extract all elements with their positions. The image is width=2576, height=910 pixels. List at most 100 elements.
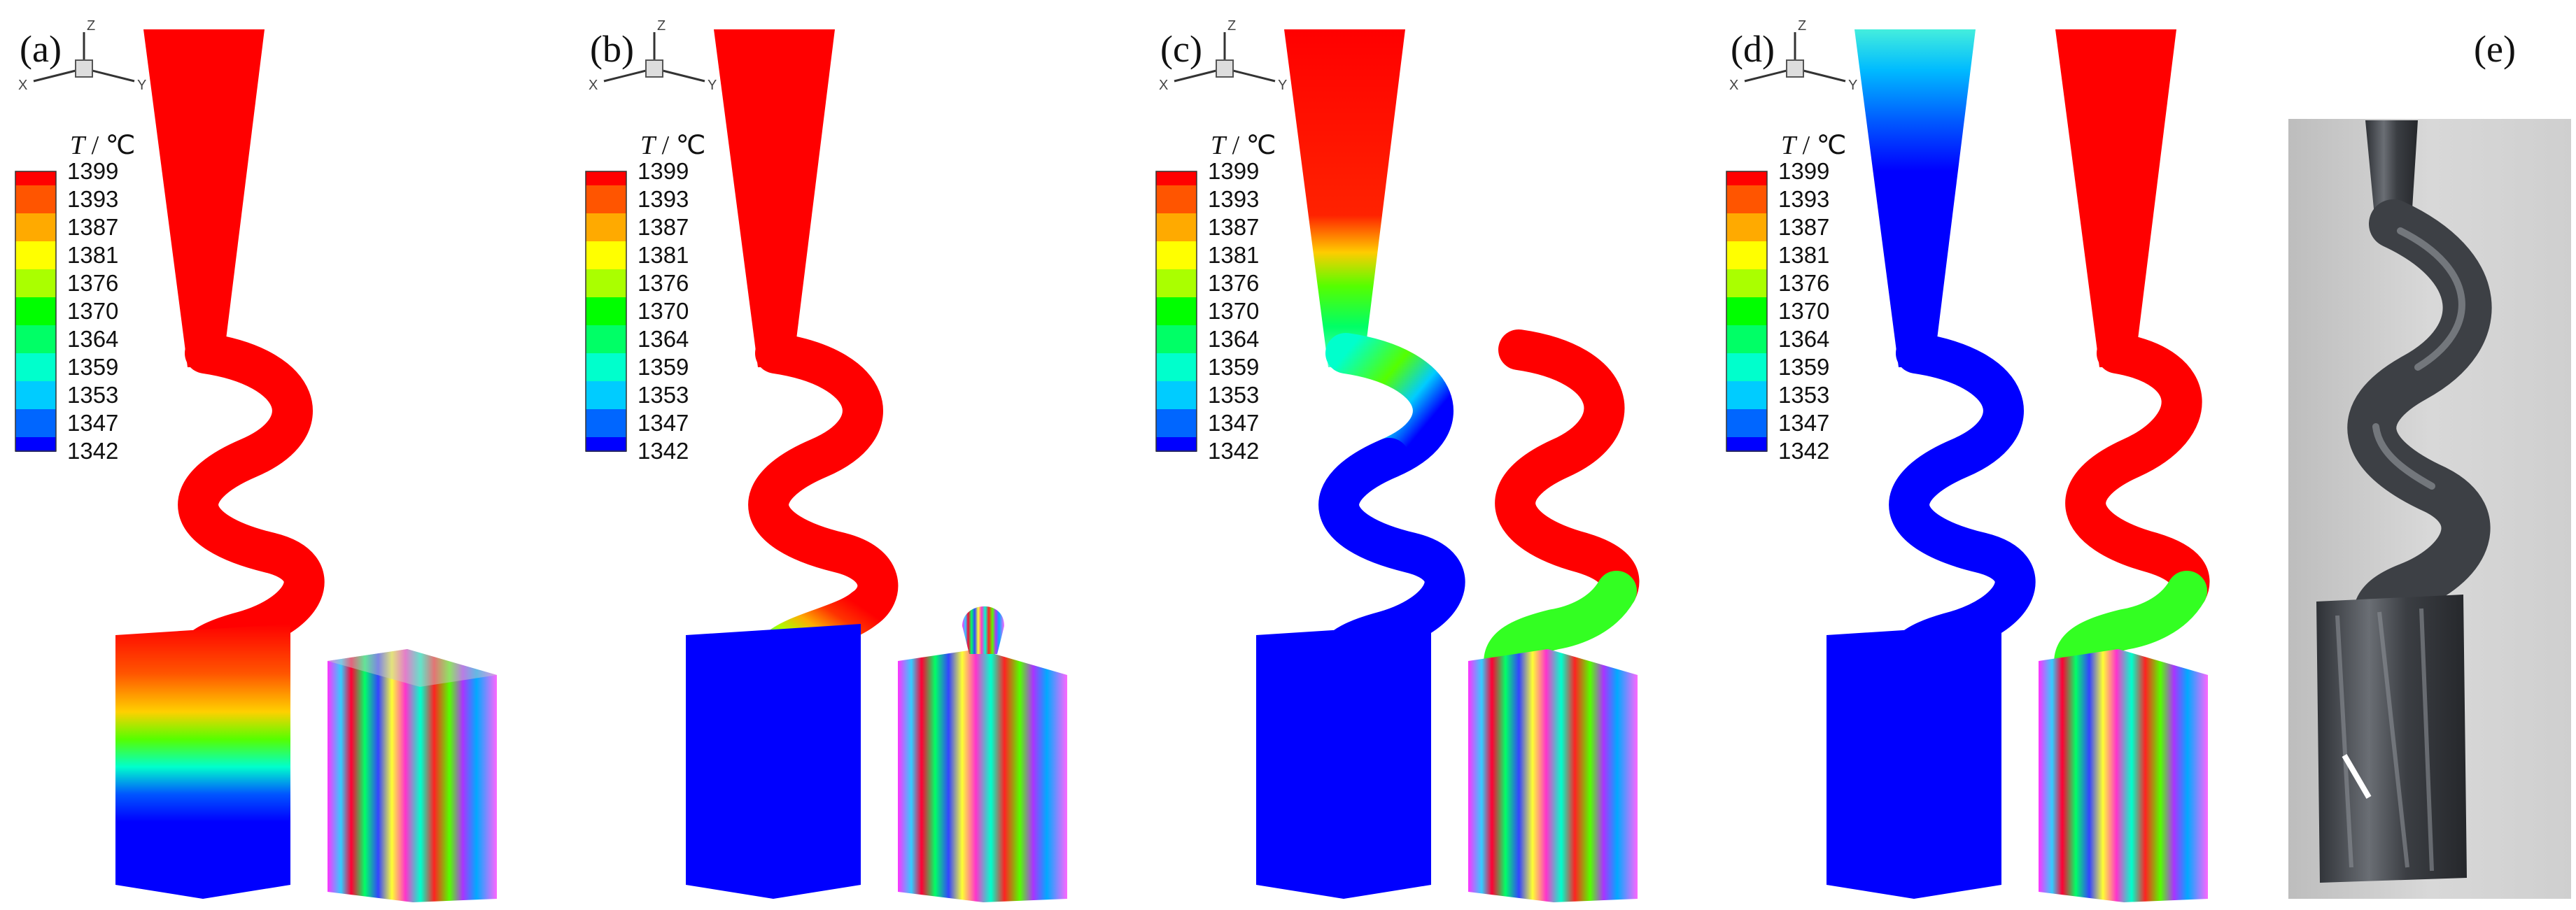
legend-tick-label: 1393 xyxy=(1778,186,1829,212)
colorbar-segment xyxy=(15,241,56,256)
colorbar-segment xyxy=(586,367,626,382)
legend-var: T xyxy=(70,131,87,160)
legend-tick-label: 1381 xyxy=(638,242,689,268)
legend-tick-label: 1347 xyxy=(1778,410,1829,436)
legend-var: T xyxy=(640,131,657,160)
legend-tick-label: 1347 xyxy=(638,410,689,436)
colorbar-segment xyxy=(15,367,56,382)
colorbar-segment xyxy=(586,381,626,396)
legend-tick-label: 1353 xyxy=(638,382,689,408)
legend-tick-label: 1381 xyxy=(67,242,118,268)
colorbar-segment xyxy=(586,423,626,438)
pouring-funnel xyxy=(1284,29,1405,367)
starter-block xyxy=(1256,624,1431,899)
colorbar-segment xyxy=(1726,353,1767,368)
colorbar-segment xyxy=(1156,171,1197,186)
legend-tick-label: 1393 xyxy=(638,186,689,212)
legend-tick-label: 1376 xyxy=(638,270,689,296)
panel-b: (b) Z X Y T / ℃ 139913931387138113761370… xyxy=(585,18,1067,902)
axis-label-x: X xyxy=(589,78,598,93)
colorbar-segment xyxy=(15,409,56,424)
colorbar-segment xyxy=(1156,339,1197,354)
legend-tick-label: 1399 xyxy=(1778,158,1829,184)
legend-tick-label: 1370 xyxy=(67,298,118,324)
casting-photo xyxy=(2288,119,2571,899)
spiral-upper-section xyxy=(1325,333,1454,478)
colorbar-segment xyxy=(15,381,56,396)
colorbar-segment xyxy=(1156,381,1197,396)
colorbar-segment xyxy=(586,199,626,214)
colorbar-frame xyxy=(1726,171,1768,452)
axis-label-y: Y xyxy=(137,78,146,93)
grain-structure-block xyxy=(898,649,1067,902)
axis-label-y: Y xyxy=(1848,78,1857,93)
colorbar-segment xyxy=(1156,213,1197,228)
legend-tick-label: 1387 xyxy=(638,214,689,240)
colorbar-segment xyxy=(586,241,626,256)
axis-triad-c: Z X Y xyxy=(1159,18,1287,93)
colorbar-segment xyxy=(15,185,56,200)
legend-tick-label: 1370 xyxy=(1208,298,1259,324)
legend-tick-label: 1364 xyxy=(1208,326,1259,352)
photo-spiral xyxy=(2347,199,2492,654)
legend-tick-label: 1381 xyxy=(1778,242,1829,268)
colorbar-segment xyxy=(1156,437,1197,452)
colorbar-segment xyxy=(15,213,56,228)
panel-label-a: (a) xyxy=(20,28,62,70)
colorbar-segment xyxy=(15,171,56,186)
colorbar-segment xyxy=(1156,297,1197,312)
colorbar-segment xyxy=(1156,353,1197,368)
panel-label-e: (e) xyxy=(2474,28,2516,70)
simulation-model-b xyxy=(686,29,1067,902)
grain-structure-block xyxy=(2039,649,2208,902)
colorbar-segment xyxy=(586,185,626,200)
colorbar-segment xyxy=(586,311,626,326)
colorbar-segment xyxy=(1156,311,1197,326)
panel-label-c: (c) xyxy=(1160,28,1202,70)
legend-tick-label: 1364 xyxy=(67,326,118,352)
axis-label-z: Z xyxy=(87,18,95,34)
legend-var: T xyxy=(1781,131,1798,160)
colorbar-segment xyxy=(1726,381,1767,396)
grain-structure-block xyxy=(1468,649,1638,902)
legend-unit: ℃ xyxy=(1817,131,1847,160)
svg-text:T / ℃: T / ℃ xyxy=(70,131,135,160)
grain-funnel xyxy=(2055,29,2176,367)
legend-sep: / xyxy=(1796,131,1817,160)
axis-label-x: X xyxy=(18,78,27,93)
axis-label-z: Z xyxy=(657,18,666,34)
colorbar-segment xyxy=(1726,437,1767,452)
colorbar-segment xyxy=(586,283,626,298)
panel-a: (a) Z X Y T / ℃ 139913931387138113761370… xyxy=(15,18,497,902)
pouring-funnel xyxy=(714,29,835,367)
colorbar-segment xyxy=(1726,185,1767,200)
pouring-funnel xyxy=(143,29,265,367)
legend-tick-label: 1387 xyxy=(1778,214,1829,240)
simulation-model-a xyxy=(115,29,497,902)
legend-tick-label: 1399 xyxy=(1208,158,1259,184)
starter-block xyxy=(115,624,290,899)
legend-unit: ℃ xyxy=(106,131,136,160)
colorbar-segment xyxy=(1156,255,1197,270)
legend-sep: / xyxy=(85,131,106,160)
colorbar-segment xyxy=(1726,227,1767,242)
legend-tick-label: 1370 xyxy=(638,298,689,324)
grain-neck xyxy=(962,606,1004,654)
colorbar-segment xyxy=(15,395,56,410)
colorbar-segment xyxy=(586,353,626,368)
colorbar-frame xyxy=(1155,171,1197,452)
colorbar-segment xyxy=(1726,395,1767,410)
colorbar-segment xyxy=(1156,199,1197,214)
legend-tick-label: 1393 xyxy=(1208,186,1259,212)
colorbar-segment xyxy=(1156,241,1197,256)
axis-label-z: Z xyxy=(1798,18,1806,34)
colorbar-segment xyxy=(1726,199,1767,214)
colorbar-segment xyxy=(586,171,626,186)
colorbar-segment xyxy=(1726,409,1767,424)
colorbar-segment xyxy=(1156,227,1197,242)
temperature-legend-c: T / ℃ 1399139313871381137613701364135913… xyxy=(1155,131,1276,464)
pouring-funnel xyxy=(1854,29,1976,367)
simulation-model-c xyxy=(1256,29,1640,902)
legend-tick-label: 1353 xyxy=(1208,382,1259,408)
axis-label-y: Y xyxy=(1278,78,1287,93)
